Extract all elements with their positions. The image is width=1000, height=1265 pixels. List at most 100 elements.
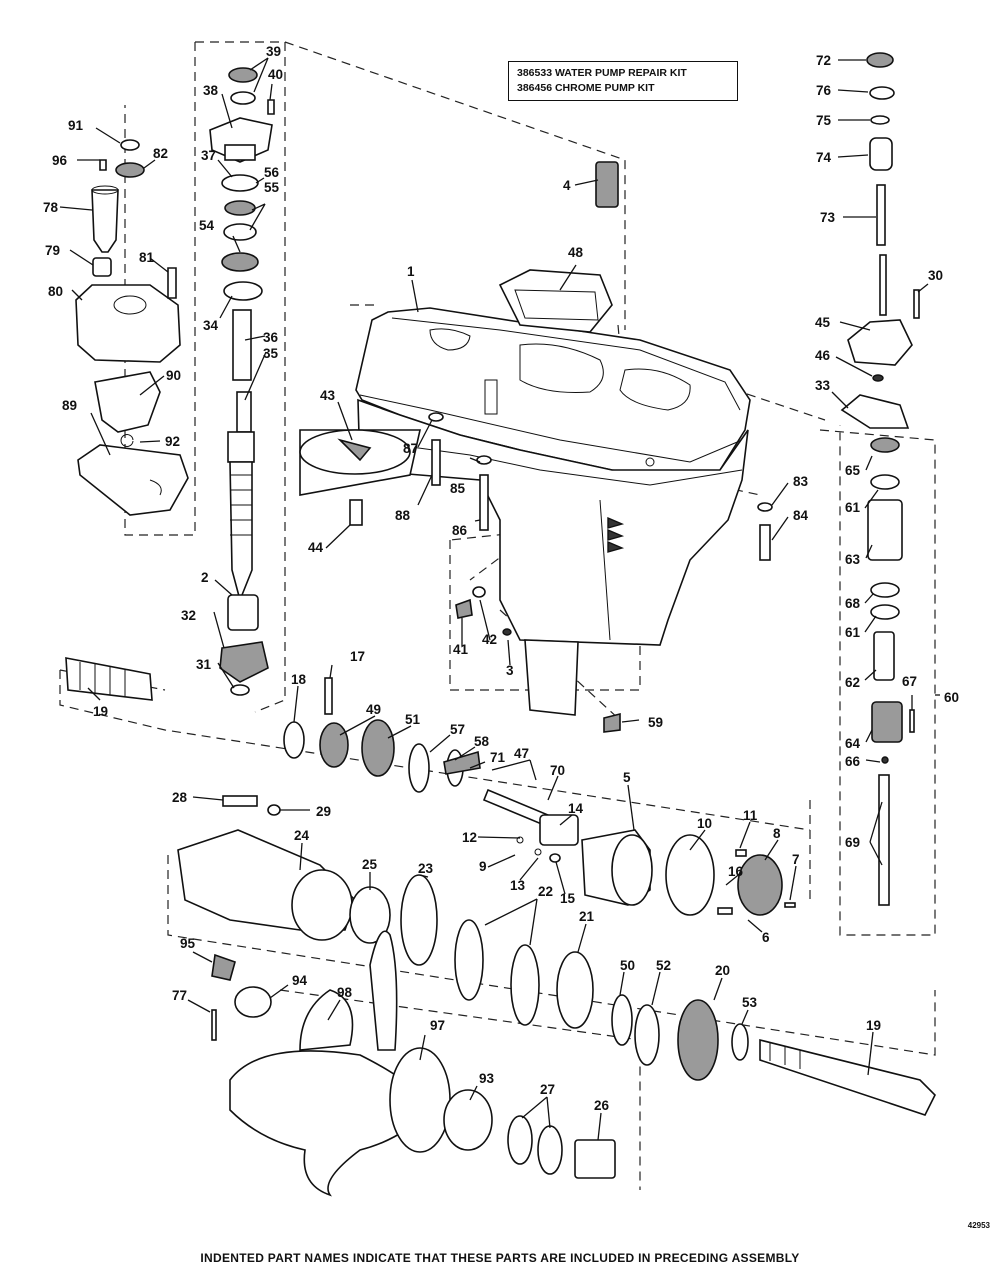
callout-20: 20: [715, 963, 730, 978]
callout-69: 69: [845, 835, 860, 850]
callout-45: 45: [815, 315, 831, 330]
callout-67: 67: [902, 674, 917, 689]
callout-57: 57: [450, 722, 465, 737]
callout-81: 81: [139, 250, 155, 265]
callout-97: 97: [430, 1018, 445, 1033]
callout-48: 48: [568, 245, 584, 260]
callout-71: 71: [490, 750, 506, 765]
callout-89: 89: [62, 398, 77, 413]
callout-19b: 19: [866, 1018, 881, 1033]
callout-75: 75: [816, 113, 832, 128]
callout-87: 87: [403, 441, 418, 456]
callout-5: 5: [623, 770, 631, 785]
callout-70: 70: [550, 763, 565, 778]
callout-74: 74: [816, 150, 832, 165]
callout-94: 94: [292, 973, 308, 988]
callout-18: 18: [291, 672, 307, 687]
callout-51: 51: [405, 712, 421, 727]
callout-17: 17: [350, 649, 365, 664]
callout-96: 96: [52, 153, 68, 168]
callout-50: 50: [620, 958, 635, 973]
callout-98: 98: [337, 985, 353, 1000]
callout-72: 72: [816, 53, 831, 68]
callout-73: 73: [820, 210, 836, 225]
callout-21: 21: [579, 909, 595, 924]
callout-38: 38: [203, 83, 219, 98]
callout-58: 58: [474, 734, 490, 749]
callout-8: 8: [773, 826, 781, 841]
callout-36: 36: [263, 330, 279, 345]
callout-53: 53: [742, 995, 758, 1010]
callout-82: 82: [153, 146, 168, 161]
callout-33: 33: [815, 378, 831, 393]
callout-26: 26: [594, 1098, 610, 1113]
callout-49: 49: [366, 702, 381, 717]
kit-line-2: 386456 CHROME PUMP KIT: [517, 82, 655, 94]
callout-6: 6: [762, 930, 770, 945]
callout-52: 52: [656, 958, 671, 973]
callout-27: 27: [540, 1082, 555, 1097]
callout-46: 46: [815, 348, 831, 363]
callout-4: 4: [563, 178, 571, 193]
callout-29: 29: [316, 804, 331, 819]
callout-60: 60: [944, 690, 959, 705]
callout-14: 14: [568, 801, 584, 816]
callout-40: 40: [268, 67, 283, 82]
callout-25: 25: [362, 857, 378, 872]
kit-line-1: 386533 WATER PUMP REPAIR KIT: [517, 67, 687, 79]
callout-80: 80: [48, 284, 63, 299]
callout-24: 24: [294, 828, 310, 843]
callout-66: 66: [845, 754, 861, 769]
callout-32: 32: [181, 608, 196, 623]
callout-39: 39: [266, 44, 281, 59]
callout-79: 79: [45, 243, 60, 258]
callout-90: 90: [166, 368, 181, 383]
callout-85: 85: [450, 481, 466, 496]
callout-42: 42: [482, 632, 497, 647]
callout-47: 47: [514, 746, 529, 761]
callout-54: 54: [199, 218, 215, 233]
callout-1: 1: [407, 264, 415, 279]
callout-64: 64: [845, 736, 861, 751]
drawing-number: 42953: [967, 1221, 990, 1230]
water-pump-parts: [75, 139, 189, 516]
callout-23: 23: [418, 861, 434, 876]
footer-note: INDENTED PART NAMES INDICATE THAT THESE …: [200, 1251, 800, 1265]
callout-65: 65: [845, 463, 861, 478]
callout-28: 28: [172, 790, 188, 805]
callout-93: 93: [479, 1071, 495, 1086]
callout-88: 88: [395, 508, 411, 523]
callout-10: 10: [697, 816, 712, 831]
callout-12: 12: [462, 830, 477, 845]
callout-3: 3: [506, 663, 514, 678]
callout-7: 7: [792, 852, 800, 867]
callout-34: 34: [203, 318, 219, 333]
callout-11: 11: [743, 808, 758, 823]
callout-44: 44: [308, 540, 324, 555]
upper-shift-parts: [840, 52, 920, 906]
callout-15: 15: [560, 891, 576, 906]
callout-68: 68: [845, 596, 861, 611]
callout-78: 78: [43, 200, 59, 215]
callout-61b: 61: [845, 625, 861, 640]
callout-16: 16: [728, 864, 744, 879]
gear-train-parts: [65, 657, 796, 916]
callout-2: 2: [201, 570, 209, 585]
callout-61: 61: [845, 500, 861, 515]
gearcase-housing: [355, 307, 751, 716]
callout-30: 30: [928, 268, 943, 283]
callout-62: 62: [845, 675, 860, 690]
callout-19: 19: [93, 704, 108, 719]
callout-43: 43: [320, 388, 336, 403]
callout-labels: 1 2 3 4 5 6 7 8 9 10 11 12 13 14 15 16 1…: [43, 44, 959, 1113]
callout-76: 76: [816, 83, 832, 98]
callout-84: 84: [793, 508, 809, 523]
middle-misc-parts: [299, 161, 773, 733]
callout-59: 59: [648, 715, 663, 730]
callout-86: 86: [452, 523, 468, 538]
callout-95: 95: [180, 936, 196, 951]
callout-77: 77: [172, 988, 187, 1003]
callout-13: 13: [510, 878, 526, 893]
callout-31: 31: [196, 657, 212, 672]
